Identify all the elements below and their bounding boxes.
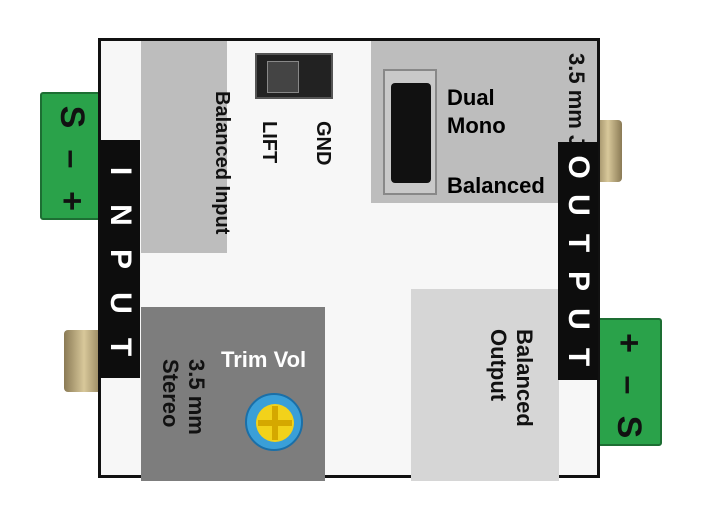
output-terminal-block: + – S [596,318,662,446]
lift-label: LIFT [258,121,280,164]
balanced-input-panel: Balanced Input [141,41,233,253]
output-letter-5: U [562,308,595,330]
input-terminal-plus: + [53,191,91,211]
dual-label: Dual [447,85,495,110]
input-stereo-jack [64,330,104,392]
input-label-strip: I N P U T [100,140,140,378]
mode-switch-knob[interactable] [391,83,431,183]
output-label-strip: O U T P U T [558,142,598,380]
trim-vol-label: Trim Vol [221,347,307,372]
trim-pot-slot-h [258,420,292,426]
input-letter-2: N [104,204,137,226]
output-letter-4: P [562,270,595,291]
circuit-board: Balanced Input LIFT GND Dual Mono Balanc… [98,38,600,481]
stereo-label: 3.5 mm Stereo [158,359,209,435]
input-letter-3: P [104,248,137,269]
output-letter-6: T [562,347,595,367]
output-letter-1: O [562,155,595,179]
ground-lift-switch[interactable] [255,53,333,99]
mode-panel: Dual Mono Balanced 3.5 mm Jack [371,41,597,203]
balanced-output-panel: Balanced Output [411,289,559,481]
output-letter-3: T [562,233,595,253]
output-terminal-s: S [610,415,648,439]
input-letter-5: T [104,337,137,357]
input-terminal-block: S – + [40,92,104,220]
input-letter-1: I [104,166,137,176]
input-letter-4: U [104,292,137,314]
output-letter-2: U [562,194,595,216]
mono-label: Mono [447,113,506,138]
gnd-label: GND [312,121,334,166]
ground-switch-knob[interactable] [267,61,299,93]
input-stereo-panel: 3.5 mm Stereo Trim Vol [141,307,325,481]
balanced-input-label: Balanced Input [211,91,233,235]
mode-slide-switch[interactable] [383,69,437,195]
trim-pot[interactable] [245,393,303,451]
balanced-mode-label: Balanced [447,173,545,198]
balanced-output-label: Balanced Output [486,329,537,427]
